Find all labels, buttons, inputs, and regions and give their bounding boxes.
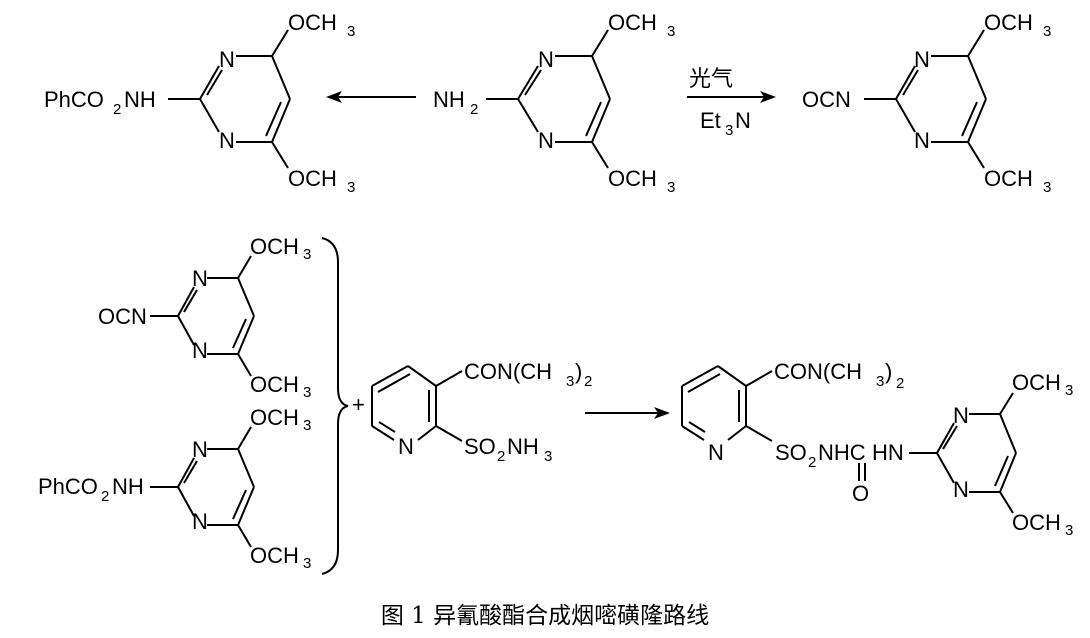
urea-nhc: NHC [818, 440, 866, 465]
methoxy-lower: OCH [288, 166, 337, 191]
nh2-label: NH [433, 87, 465, 112]
methoxy-upper-sub: 3 [1043, 23, 1051, 40]
phco-subscript: 2 [113, 101, 121, 118]
methoxy-lower-sub: 3 [1043, 179, 1051, 196]
urea-hn: HN [872, 440, 904, 465]
nh2-subscript: 2 [470, 101, 478, 118]
amide-group-sub: 3 [876, 373, 884, 390]
ring-n-lower: N [914, 128, 930, 153]
methoxy-upper: OCH [608, 10, 657, 35]
phco-nh-label: NH [112, 474, 144, 499]
ring-n-upper: N [219, 47, 235, 72]
right-brace [321, 237, 349, 575]
ring-n-upper: N [914, 47, 930, 72]
amide-group-sub2: 2 [896, 375, 904, 392]
methoxy-upper: OCH [250, 234, 299, 259]
pyridine-n: N [398, 434, 414, 459]
sulfonyl-sub: 2 [808, 454, 816, 471]
phco-label: PhCO [38, 474, 98, 499]
ring-n-lower: N [953, 477, 969, 502]
sulfonyl-a: SO [775, 440, 807, 465]
pyridine-sulfonamide: N CON(CH 3 ) 2 SO 2 NH 3 [371, 359, 592, 465]
methoxy-upper: OCH [288, 10, 337, 35]
reagent-et3n-a: Et [700, 108, 721, 133]
amide-group-a: CON(CH [774, 359, 862, 384]
arrow-right-final [585, 407, 670, 419]
methoxy-lower: OCH [250, 543, 299, 568]
methoxy-lower-sub: 3 [1065, 522, 1073, 539]
aminopyrimidine: NH 2 N N OCH 3 OCH 3 [433, 10, 675, 196]
ring-n-lower: N [192, 509, 208, 534]
sulfonyl-a: SO [464, 434, 496, 459]
arrow-left [326, 91, 416, 103]
phco-subscript: 2 [101, 488, 109, 505]
sulfonyl-sub: 2 [497, 448, 505, 465]
sulfonyl-nh3: NH [507, 434, 539, 459]
methoxy-lower: OCH [250, 372, 299, 397]
ring-n-upper: N [953, 403, 969, 428]
methoxy-lower-sub: 3 [303, 384, 311, 401]
methoxy-upper: OCH [250, 405, 299, 430]
reagent-et3n-b: N [735, 108, 751, 133]
methoxy-lower-sub: 3 [303, 555, 311, 572]
methoxy-lower: OCH [984, 166, 1033, 191]
nicosulfuron-product: N CON(CH 3 ) 2 SO 2 NHC O HN N N OCH 3 O… [681, 359, 1073, 539]
phenyl-carbamate-pyrimidine: PhCO 2 NH N N OCH 3 OCH 3 [44, 10, 355, 196]
ocn-label: OCN [98, 304, 147, 329]
phenyl-carbamate-pyrimidine-small: PhCO 2 NH N N OCH 3 OCH 3 [38, 405, 311, 572]
reagent-et3n-sub: 3 [725, 122, 733, 139]
ring-n-upper: N [192, 266, 208, 291]
amide-group-sub2: 2 [584, 373, 592, 390]
methoxy-upper-sub: 3 [667, 23, 675, 40]
methoxy-lower: OCH [608, 166, 657, 191]
methoxy-upper-sub: 3 [303, 417, 311, 434]
arrow-right-phosgene: 光气 Et 3 N [687, 66, 776, 139]
methoxy-upper-sub: 3 [1065, 382, 1073, 399]
isocyanate-pyrimidine: OCN N N OCH 3 OCH 3 [802, 10, 1051, 196]
ring-n-lower: N [192, 338, 208, 363]
isocyanate-pyrimidine-small: OCN N N OCH 3 OCH 3 [98, 234, 311, 401]
methoxy-upper-sub: 3 [303, 246, 311, 263]
carbonyl-o: O [852, 481, 869, 506]
methoxy-upper: OCH [984, 10, 1033, 35]
sulfonyl-nh3-sub: 3 [544, 448, 552, 465]
ring-n-lower: N [538, 128, 554, 153]
ring-n-lower: N [219, 128, 235, 153]
ocn-label: OCN [802, 87, 851, 112]
plus-sign: + [352, 392, 365, 417]
methoxy-upper-sub: 3 [347, 23, 355, 40]
figure-caption: 图 1 异氰酸酯合成烟嘧磺隆路线 [380, 603, 710, 629]
pyridine-n: N [708, 440, 724, 465]
methoxy-lower-sub: 3 [667, 179, 675, 196]
phco-label: PhCO [44, 87, 104, 112]
reagent-phosgene: 光气 [689, 66, 733, 91]
phco-nh-label: NH [124, 87, 156, 112]
amide-group-a: CON(CH [464, 359, 552, 384]
methoxy-lower-sub: 3 [347, 179, 355, 196]
amide-group-b: ) [885, 359, 892, 384]
ring-n-upper: N [538, 47, 554, 72]
ring-n-upper: N [192, 437, 208, 462]
amide-group-b: ) [575, 359, 582, 384]
amide-group-sub: 3 [566, 373, 574, 390]
methoxy-lower: OCH [1012, 510, 1061, 535]
methoxy-upper: OCH [1012, 370, 1061, 395]
